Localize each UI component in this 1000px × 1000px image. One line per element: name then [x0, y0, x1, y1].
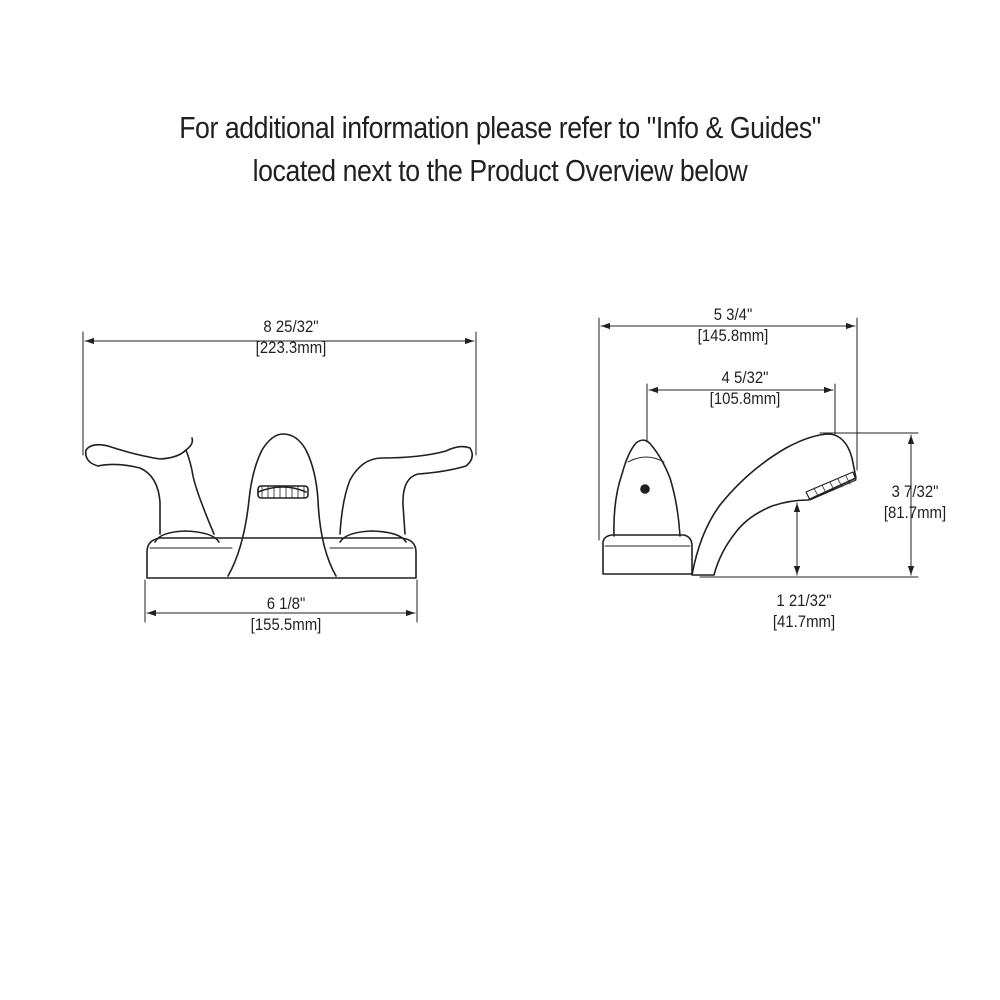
side-overall-depth-imperial: 5 3/4": [713, 305, 753, 324]
heading-line-2: located next to the Product Overview bel…: [252, 153, 748, 188]
front-aerator: [257, 485, 309, 499]
front-left-handle-base: [154, 530, 220, 543]
front-overall-width-metric: [223.3mm]: [255, 338, 327, 357]
front-right-handle-base: [339, 530, 407, 543]
side-spout-reach-label: 4 5/32" [105.8mm]: [697, 367, 794, 409]
side-overall-depth-label: 5 3/4" [145.8mm]: [685, 304, 782, 346]
heading-line-1: For additional information please refer …: [179, 110, 821, 145]
front-base-width-metric: [155.5mm]: [250, 615, 322, 634]
side-spout: [691, 433, 857, 576]
side-spout-clearance-label: 1 21/32" [41.7mm]: [756, 590, 853, 632]
front-overall-width-label: 8 25/32" [223.3mm]: [243, 316, 340, 358]
side-spout-reach-metric: [105.8mm]: [709, 389, 781, 408]
side-spout-clearance-metric: [41.7mm]: [772, 612, 836, 631]
side-overall-height-imperial: 3 7/32": [891, 482, 939, 501]
side-overall-height-label: 3 7/32" [81.7mm]: [867, 481, 964, 523]
side-base: [602, 534, 693, 575]
front-spout-body: [227, 433, 337, 577]
front-base-width-imperial: 6 1/8": [266, 594, 306, 613]
side-handle-indicator: [640, 484, 650, 494]
side-view: [598, 317, 919, 578]
side-overall-depth-metric: [145.8mm]: [697, 326, 769, 345]
side-overall-height-metric: [81.7mm]: [883, 503, 947, 522]
front-right-lever-handle: [339, 445, 474, 535]
front-view: [82, 331, 477, 623]
side-handle: [613, 439, 681, 537]
front-left-lever-handle: [84, 443, 215, 535]
front-base-plate: [146, 537, 417, 579]
front-overall-width-imperial: 8 25/32": [263, 317, 319, 336]
side-spout-clearance-imperial: 1 21/32": [776, 591, 832, 610]
side-spout-reach-imperial: 4 5/32": [721, 368, 769, 387]
front-base-width-label: 6 1/8" [155.5mm]: [238, 593, 335, 635]
